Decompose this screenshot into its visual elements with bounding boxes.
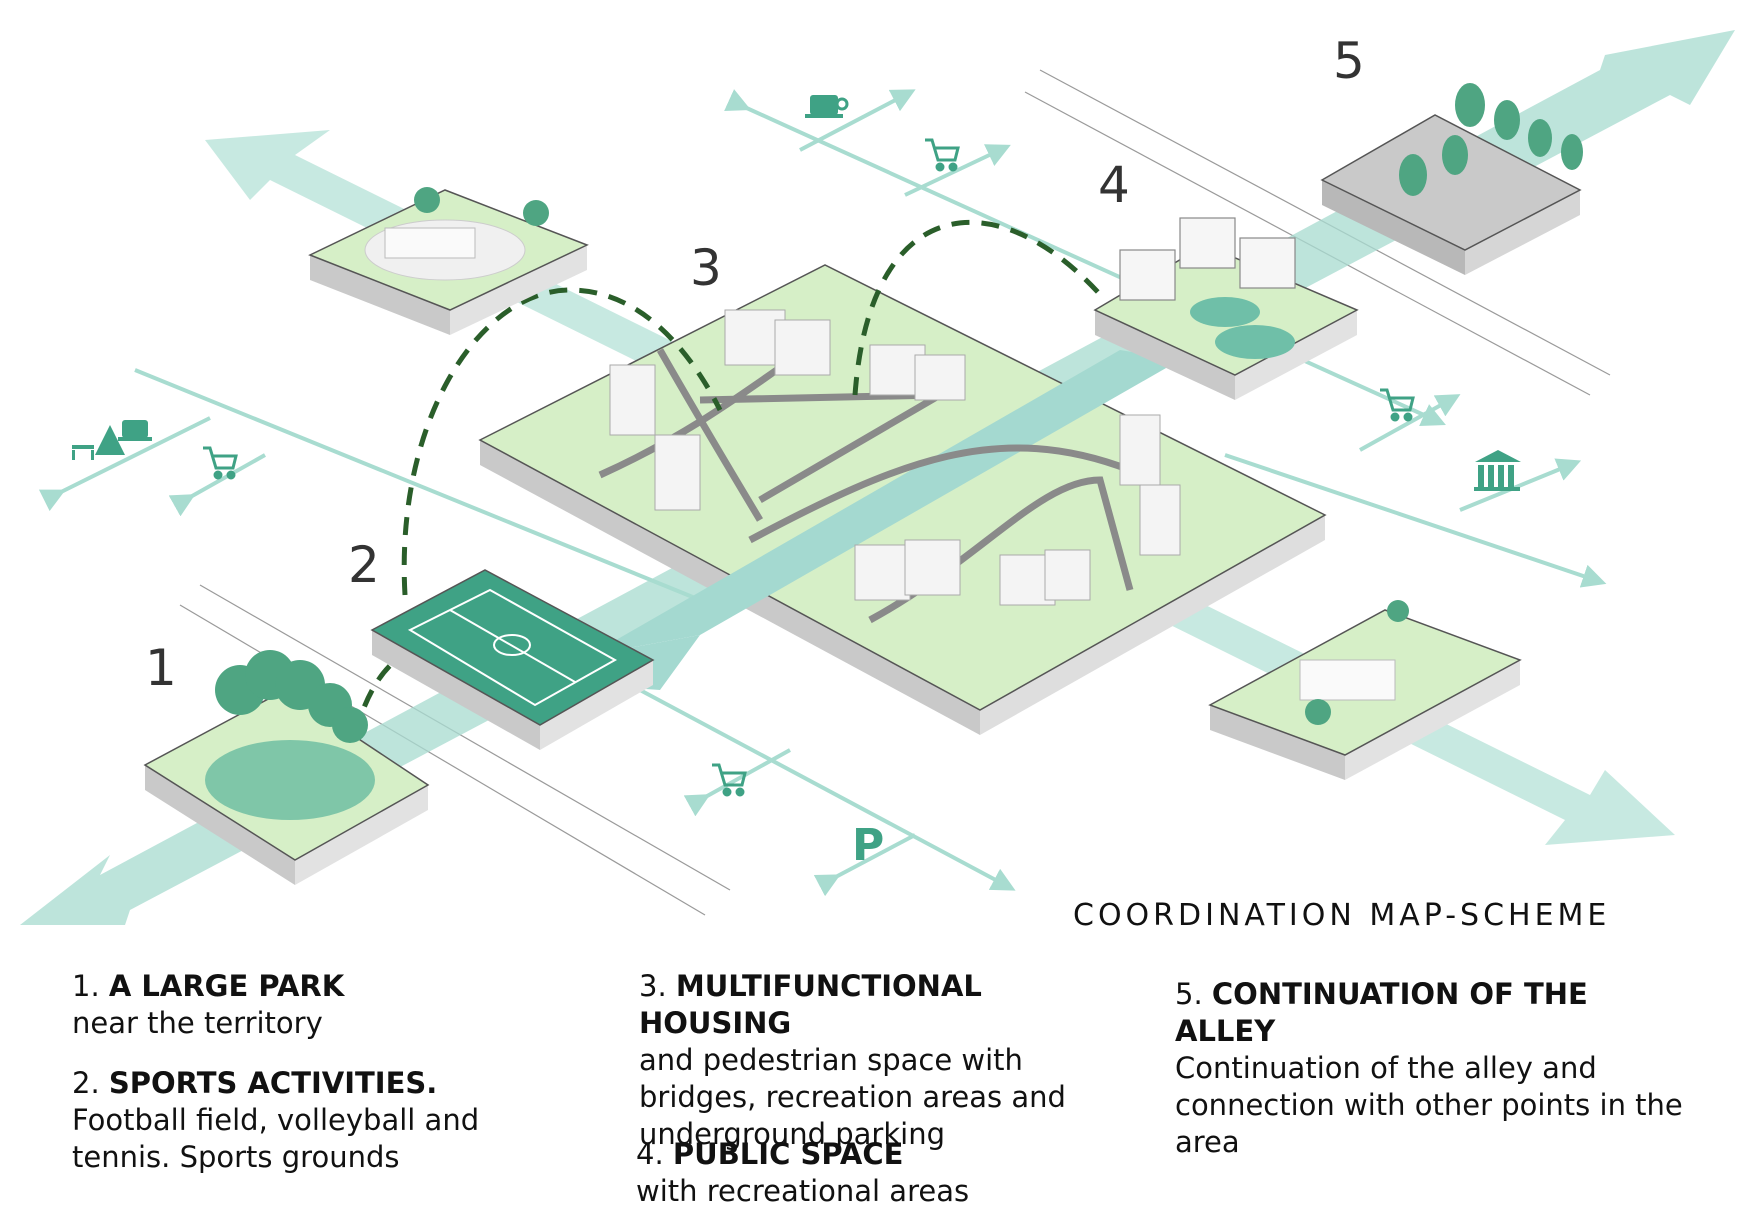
legend-item-body: Continuation of the alley and connection… — [1175, 1051, 1683, 1159]
central-housing-platform — [478, 264, 1327, 735]
platform-playground — [1208, 600, 1522, 780]
legend-item-5: 5. CONTINUATION OF THE ALLEY Continuatio… — [1175, 976, 1695, 1161]
shopping-cart-icon — [203, 446, 238, 480]
legend-item-number: 1. — [72, 969, 100, 1003]
platform-sports — [370, 569, 655, 750]
legend-item-body: Football field, volleyball and tennis. S… — [72, 1103, 480, 1174]
diagram-title: COORDINATION MAP-SCHEME — [1073, 898, 1611, 933]
legend-item-number: 3. — [639, 969, 667, 1003]
shopping-cart-icon — [1380, 388, 1415, 422]
legend-item-4: 4. PUBLIC SPACE with recreational areas — [636, 1136, 1126, 1210]
annotation-arrows — [38, 89, 1607, 897]
legend-item-heading: SPORTS ACTIVITIES. — [108, 1066, 438, 1100]
shopping-cart-icon — [712, 763, 747, 797]
legend-item-2: 2. SPORTS ACTIVITIES. Football field, vo… — [72, 1065, 542, 1176]
park-bench-icon — [72, 420, 152, 460]
legend-item-body: near the territory — [72, 1006, 323, 1040]
legend-item-heading: CONTINUATION OF THE ALLEY — [1175, 977, 1588, 1048]
platform-kindergarten — [308, 187, 589, 335]
marker-1: 1 — [145, 639, 177, 697]
platform-public-space — [1093, 217, 1359, 400]
library-icon — [1474, 450, 1521, 491]
platform-park — [143, 650, 430, 885]
legend-item-body: and pedestrian space with bridges, recre… — [639, 1043, 1066, 1151]
marker-3: 3 — [690, 239, 722, 297]
legend-item-body: with recreational areas — [636, 1174, 970, 1208]
marker-5: 5 — [1333, 32, 1365, 90]
legend-item-number: 4. — [636, 1137, 664, 1171]
canal — [590, 350, 1180, 655]
legend-item-number: 2. — [72, 1066, 100, 1100]
legend-item-heading: A LARGE PARK — [108, 969, 345, 1003]
legend-item-1: 1. A LARGE PARK near the territory — [72, 968, 572, 1042]
legend-item-heading: MULTIFUNCTIONAL HOUSING — [639, 969, 982, 1040]
connection-arcs — [352, 220, 1107, 736]
marker-2: 2 — [348, 536, 380, 594]
legend-item-heading: PUBLIC SPACE — [672, 1137, 904, 1171]
platform-alley — [1320, 83, 1583, 275]
shopping-cart-icon — [925, 138, 960, 172]
marker-4: 4 — [1098, 156, 1130, 214]
football-field — [370, 569, 655, 726]
legend-item-3: 3. MULTIFUNCTIONAL HOUSING and pedestria… — [639, 968, 1129, 1153]
legend-item-number: 5. — [1175, 977, 1203, 1011]
cafe-icon — [805, 95, 849, 118]
housing-blocks — [609, 309, 1181, 606]
parking-sign-icon: P — [852, 820, 884, 871]
